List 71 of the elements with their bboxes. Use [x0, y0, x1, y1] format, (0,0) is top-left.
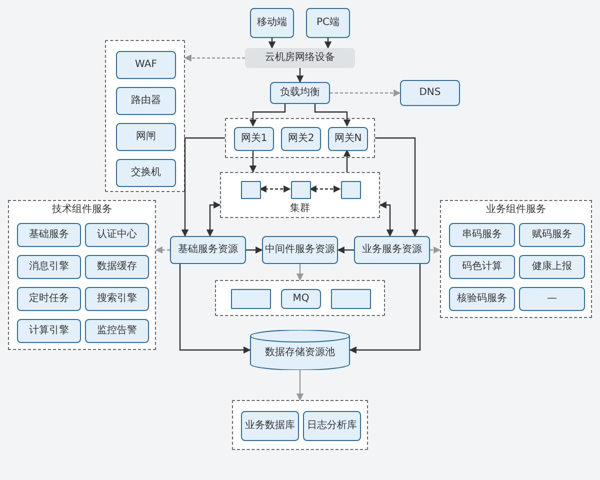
group-title: 业务组件服务	[485, 204, 547, 216]
process-box: 串码服务	[449, 223, 515, 247]
empty-box	[341, 181, 361, 199]
process-box: PC端	[306, 8, 350, 38]
dashed-group-box	[105, 40, 185, 192]
dashed-group-box	[215, 280, 385, 316]
empty-box	[291, 181, 311, 199]
process-box: MQ	[281, 289, 321, 309]
dashed-arrow	[259, 185, 291, 193]
process-box: 基础服务资源	[170, 236, 246, 264]
process-box: 移动端	[250, 8, 294, 38]
group-title: 集群	[289, 203, 311, 215]
arrow	[249, 104, 286, 127]
group-title: 技术组件服务	[51, 204, 113, 216]
arrow	[349, 264, 421, 354]
process-box: 认证中心	[85, 223, 149, 247]
process-box: —	[519, 287, 585, 311]
dashed-arrow	[430, 246, 441, 254]
process-box: 负载均衡	[270, 82, 330, 104]
process-box: 消息引擎	[17, 255, 81, 279]
arrow	[337, 246, 354, 254]
process-box: 监控告警	[85, 319, 149, 343]
empty-box	[331, 289, 371, 309]
arrow	[268, 38, 276, 49]
process-box: 业务服务资源	[354, 236, 430, 264]
dashed-arrow	[184, 54, 245, 62]
arrow	[179, 264, 251, 354]
arrow	[296, 264, 304, 281]
process-box: 网关1	[234, 127, 274, 151]
process-box: 网关N	[328, 127, 368, 151]
process-box: 交换机	[116, 159, 176, 187]
process-box: 中间件服务资源	[262, 236, 338, 264]
dashed-arrow	[155, 246, 170, 254]
arrow	[296, 68, 304, 83]
process-box: 搜索引擎	[85, 287, 149, 311]
dashed-group-box	[220, 172, 380, 218]
dashed-group-box	[232, 400, 368, 450]
dashed-group-box	[440, 200, 592, 318]
process-box: 定时任务	[17, 287, 81, 311]
process-box: 日志分析库	[303, 411, 361, 441]
process-box: WAF	[116, 51, 176, 79]
arrow	[249, 150, 257, 173]
process-box: 业务数据库	[241, 411, 299, 441]
dashed-group-box	[8, 200, 156, 350]
arrow	[181, 137, 225, 237]
process-box: 基础服务	[17, 223, 81, 247]
dashed-arrow	[330, 89, 401, 97]
arrow	[379, 201, 394, 237]
process-box: 核验码服务	[449, 287, 515, 311]
process-box: 网闸	[116, 123, 176, 151]
process-box: 网关2	[281, 127, 321, 151]
arrow	[246, 246, 263, 254]
arrow	[314, 104, 351, 127]
arrow	[296, 370, 304, 401]
process-box: DNS	[400, 80, 460, 106]
process-box: 码色计算	[449, 255, 515, 279]
arrow	[375, 137, 419, 237]
process-box: 赋码服务	[519, 223, 585, 247]
empty-box	[231, 289, 271, 309]
process-box: 数据缓存	[85, 255, 149, 279]
dashed-group-box	[225, 118, 375, 158]
dashed-arrow	[309, 185, 341, 193]
process-box: 云机房网络设备	[245, 48, 355, 68]
process-box: 路由器	[116, 87, 176, 115]
node-label: 数据存储资源池	[265, 347, 335, 359]
empty-box	[241, 181, 261, 199]
process-box: 计算引擎	[17, 319, 81, 343]
arrow	[324, 38, 332, 49]
process-box: 健康上报	[519, 255, 585, 279]
arrow	[343, 149, 351, 172]
arrow	[206, 201, 221, 237]
